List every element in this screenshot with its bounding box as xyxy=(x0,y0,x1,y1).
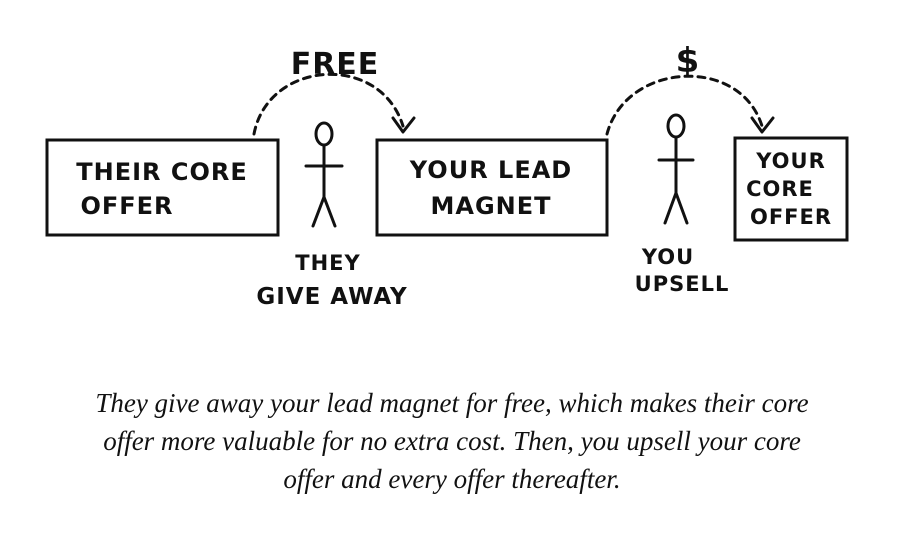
their-core-offer-line-1: THEIR CORE xyxy=(76,158,248,186)
your-core-offer-box xyxy=(733,136,849,242)
your-lead-magnet-line-1: YOUR LEAD xyxy=(409,156,572,184)
lead-magnet-diagram: THEIR CORE OFFER YOUR LEAD MAGNET YOUR C… xyxy=(45,41,849,310)
they-give-away-line-2: GIVE AWAY xyxy=(256,284,407,310)
upsell-dashed-arrow xyxy=(605,74,764,136)
diagram-caption: They give away your lead magnet for free… xyxy=(0,384,904,498)
dollar-label: $ xyxy=(676,41,701,81)
you-upsell-line-2: UPSELL xyxy=(635,272,730,296)
caption-line-2: offer more valuable for no extra cost. T… xyxy=(103,426,801,456)
caption-line-1: They give away your lead magnet for free… xyxy=(95,388,809,418)
you-stick-figure xyxy=(657,113,695,225)
you-upsell-line-1: YOU xyxy=(641,245,694,269)
your-lead-magnet-box xyxy=(375,138,609,237)
they-give-away-line-1: THEY xyxy=(295,251,360,275)
their-core-offer-box xyxy=(45,138,280,237)
they-stick-figure xyxy=(304,121,344,228)
your-lead-magnet-line-2: MAGNET xyxy=(430,192,551,220)
upsell-arrow-head xyxy=(750,116,775,134)
your-core-offer-line-2: CORE xyxy=(746,177,814,201)
free-arrow-head xyxy=(391,116,416,134)
free-dashed-arrow xyxy=(252,72,405,136)
free-label: FREE xyxy=(291,47,380,82)
your-core-offer-line-1: YOUR xyxy=(755,149,826,173)
your-core-offer-line-3: OFFER xyxy=(750,205,832,229)
their-core-offer-line-2: OFFER xyxy=(80,192,173,220)
caption-line-3: offer and every offer thereafter. xyxy=(283,464,621,494)
